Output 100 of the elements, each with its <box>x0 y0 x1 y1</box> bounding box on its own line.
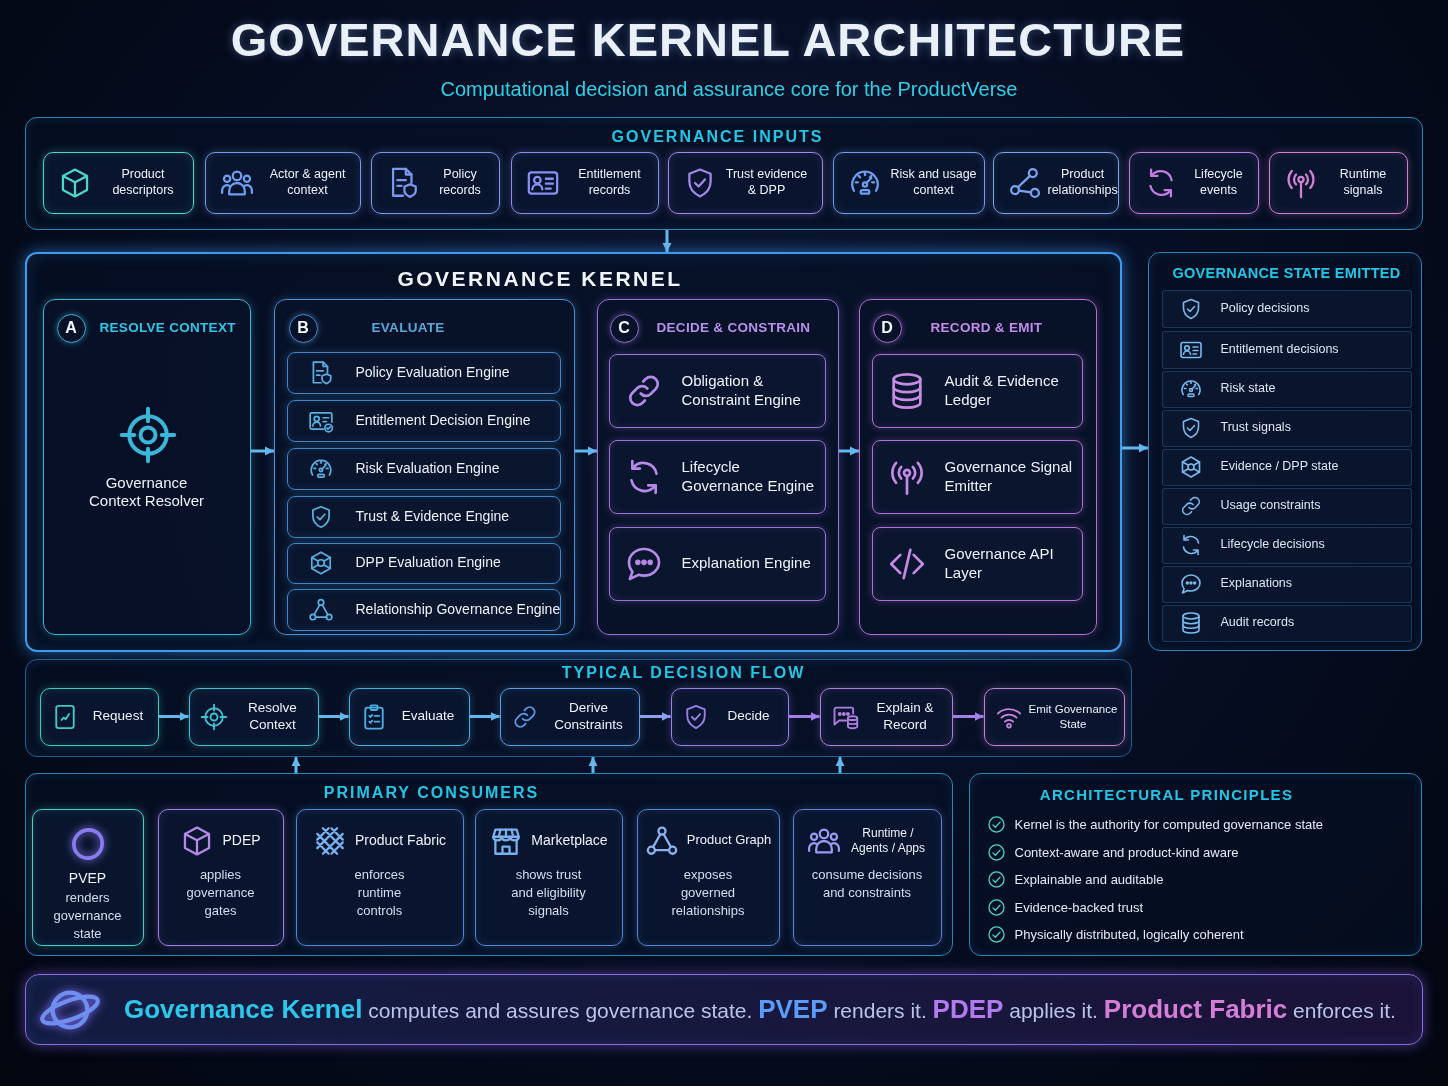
arrow <box>251 446 274 456</box>
principle-text: Context-aware and product-kind aware <box>1014 844 1239 860</box>
engine-card <box>608 353 826 428</box>
state-label: Explanations <box>1220 576 1293 592</box>
engine-card <box>286 447 561 490</box>
stage-panel <box>859 299 1097 635</box>
arrow <box>469 712 500 721</box>
principle-text: Explainable and auditable <box>1014 871 1164 887</box>
section-heading: GOVERNANCE KERNEL <box>397 268 683 289</box>
arrow <box>839 446 859 456</box>
input-label: Policy records <box>438 166 482 199</box>
principles-panel <box>969 773 1422 956</box>
input-card <box>1128 151 1259 214</box>
engine-label: Explanation Engine <box>681 554 811 573</box>
engine-card <box>871 439 1083 514</box>
input-label: Lifecycle events <box>1193 166 1244 199</box>
stage-heading: RECORD & EMIT <box>930 320 1043 334</box>
engine-card <box>286 495 561 538</box>
principle-text: Kernel is the authority for computed governance state <box>1014 816 1324 832</box>
arrow <box>662 230 672 252</box>
section-panel <box>25 659 1132 757</box>
arrow <box>318 712 349 721</box>
input-card <box>1268 151 1408 214</box>
state-label: Policy decisions <box>1220 300 1310 317</box>
input-card <box>510 151 659 214</box>
engine-label: Lifecycle Governance Engine <box>681 457 816 496</box>
engine-card <box>286 588 561 631</box>
summary-banner <box>25 974 1423 1045</box>
state-label: Lifecycle decisions <box>1220 537 1325 553</box>
input-label: Product relationships <box>1047 166 1118 199</box>
step-badge: D <box>872 313 902 343</box>
engine-card <box>608 439 826 514</box>
engine-label: Obligation & Constraint Engine <box>681 371 802 410</box>
flow-step <box>983 687 1125 746</box>
state-label: Entitlement decisions <box>1220 341 1339 358</box>
consumer-card <box>792 808 942 946</box>
input-label: Product descriptors <box>111 166 175 199</box>
arrow <box>952 712 984 721</box>
state-label: Trust signals <box>1220 420 1291 436</box>
flow-step <box>348 687 470 746</box>
engine-label: Policy Evaluation Engine <box>355 363 510 382</box>
state-row <box>1161 448 1412 486</box>
principle-text: Evidence-backed trust <box>1014 899 1144 915</box>
consumer-card <box>474 808 623 946</box>
engine-card <box>286 351 561 394</box>
arrow <box>788 712 820 721</box>
engine-label: Trust & Evidence Engine <box>355 507 510 526</box>
consumer-name: Marketplace <box>531 831 608 850</box>
consumer-name: PDEP <box>222 831 261 850</box>
step-label: Request <box>91 708 145 725</box>
consumer-description: applies governance gates <box>185 865 256 920</box>
section-heading: GOVERNANCE INPUTS <box>611 129 824 145</box>
consumer-description: exposes governed relationships <box>670 865 746 920</box>
engine-label: Entitlement Decision Engine <box>355 411 531 430</box>
engine-label: Audit & Evidence Ledger <box>944 371 1060 410</box>
consumer-card <box>636 808 780 946</box>
input-card <box>992 151 1119 214</box>
consumer-description: enforces runtime controls <box>353 865 406 920</box>
consumer-description: shows trust and eligibility signals <box>510 865 587 920</box>
engine-card <box>286 399 561 442</box>
flow-step <box>499 687 640 746</box>
section-heading: GOVERNANCE STATE EMITTED <box>1172 266 1401 281</box>
step-badge: B <box>288 313 318 343</box>
component-label: Governance Context Resolver <box>87 473 206 511</box>
input-card <box>42 151 194 214</box>
consumer-name: Runtime / Agents / Apps <box>849 825 927 856</box>
diagram-title: GOVERNANCE KERNEL ARCHITECTURE <box>230 14 1186 66</box>
flow-step <box>670 687 789 746</box>
arrow <box>291 757 301 773</box>
engine-label: Relationship Governance Engine <box>355 600 561 619</box>
consumer-description: renders governance state <box>52 889 123 943</box>
stage-panel <box>43 299 251 635</box>
engine-label: Risk Evaluation Engine <box>355 459 500 478</box>
stage-heading: RESOLVE CONTEXT <box>99 320 236 334</box>
engine-label: Governance Signal Emitter <box>944 457 1074 496</box>
state-label: Evidence / DPP state <box>1220 459 1339 475</box>
state-row <box>1161 526 1412 564</box>
arrow <box>588 757 598 773</box>
engine-label: Governance API Layer <box>944 544 1055 583</box>
arrow <box>575 446 597 456</box>
section-heading: ARCHITECTURAL PRINCIPLES <box>1039 786 1294 802</box>
input-label: Trust evidence & DPP <box>724 166 809 199</box>
arrow <box>158 712 189 721</box>
step-badge: A <box>56 313 86 343</box>
section-panel <box>25 252 1122 652</box>
state-row <box>1161 409 1412 447</box>
consumer-card <box>295 808 464 946</box>
flow-step <box>39 687 159 746</box>
input-card <box>832 151 985 214</box>
state-row <box>1161 289 1412 328</box>
step-label: Derive Constraints <box>553 699 624 734</box>
stage-panel <box>597 299 839 635</box>
consumer-name: Product Fabric <box>354 831 446 850</box>
state-label: Risk state <box>1220 381 1276 397</box>
input-card <box>204 151 361 214</box>
engine-card <box>286 542 561 584</box>
flow-step <box>819 687 953 746</box>
arrow <box>639 712 671 721</box>
state-label: Usage constraints <box>1220 498 1321 514</box>
stage-panel <box>274 299 575 635</box>
